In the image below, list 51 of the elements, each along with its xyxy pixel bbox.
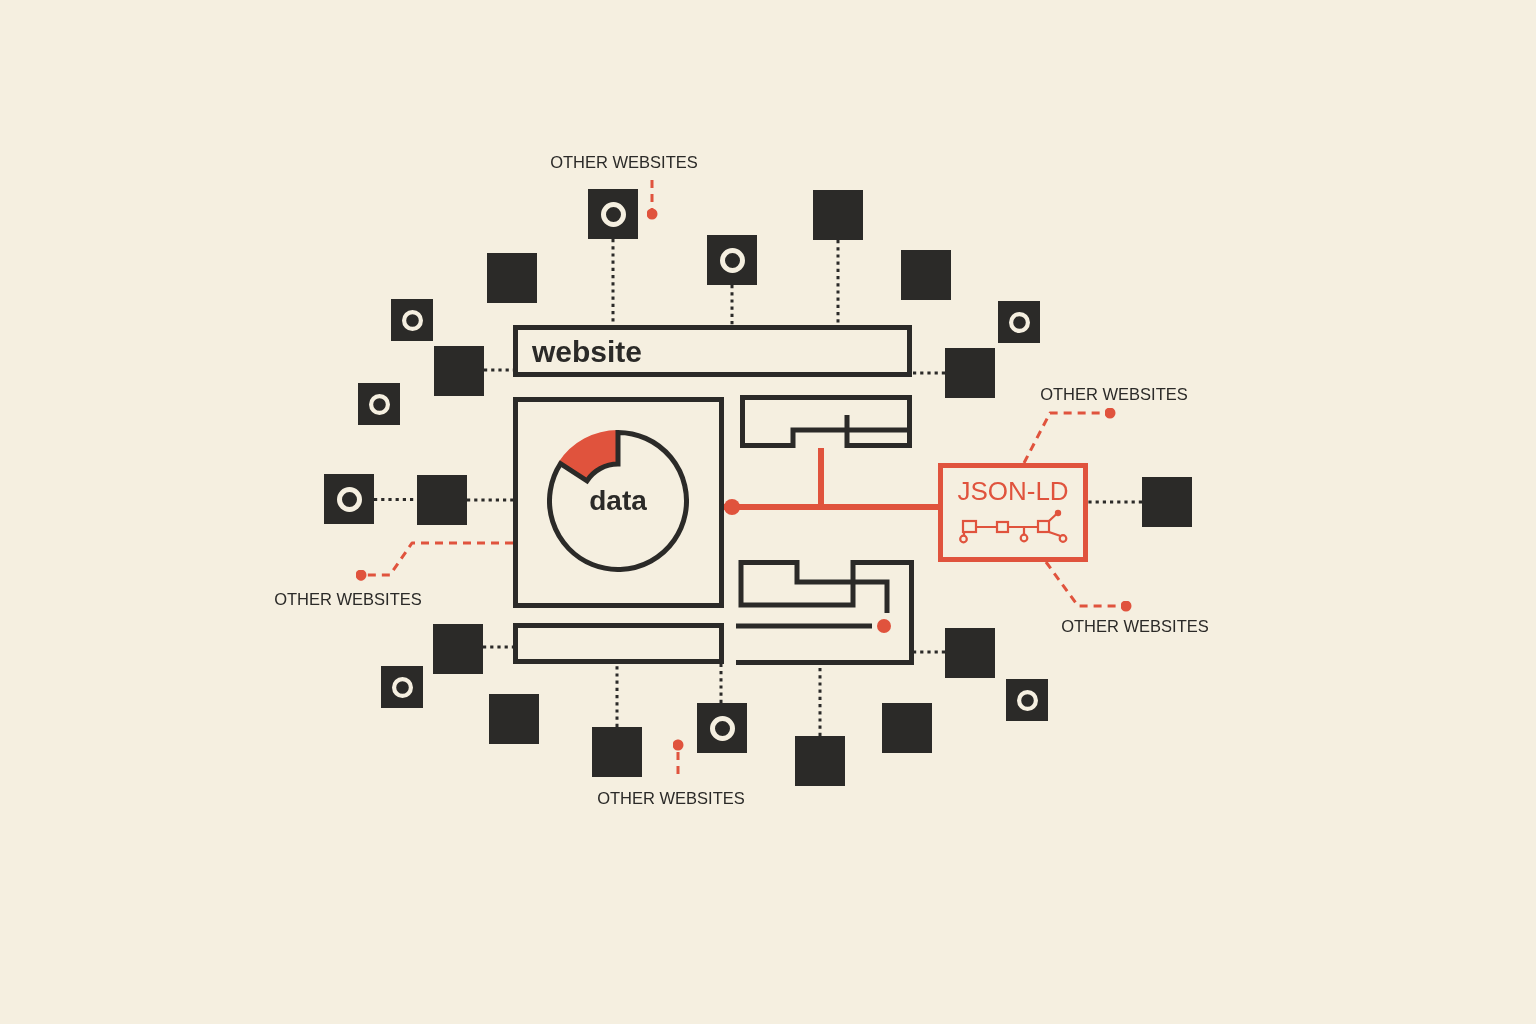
- dotted-connector: [483, 645, 513, 649]
- dotted-connector: [615, 664, 619, 727]
- filled-square: [697, 703, 747, 753]
- filled-square: [588, 189, 638, 239]
- callout-label: OTHER WEBSITES: [274, 589, 422, 609]
- filled-square: [489, 694, 539, 744]
- dotted-connector: [1088, 500, 1142, 504]
- dotted-connector: [912, 371, 945, 375]
- leader-line: [1022, 407, 1116, 464]
- filled-square: [882, 703, 932, 753]
- filled-square: [391, 299, 433, 341]
- dotted-connector: [818, 665, 822, 736]
- callout-label: OTHER WEBSITES: [597, 788, 745, 808]
- panel-frame: [513, 397, 724, 608]
- connector-line: [724, 499, 938, 515]
- filled-square: [434, 346, 484, 396]
- frame-title: JSON-LD: [957, 476, 1069, 506]
- leader-line: [355, 541, 513, 581]
- dotted-connector: [914, 650, 945, 654]
- filled-square: [901, 250, 951, 300]
- highlight-frame: [938, 463, 1088, 562]
- leader-line: [1044, 561, 1132, 612]
- connector-line: [818, 448, 824, 507]
- outlined-bar: [513, 623, 724, 664]
- filled-square: [945, 348, 995, 398]
- filled-square: [813, 190, 863, 240]
- filled-square: [592, 727, 642, 777]
- filled-square: [707, 235, 757, 285]
- dotted-connector: [836, 240, 840, 325]
- leader-line: [672, 739, 684, 774]
- dotted-connector: [467, 498, 513, 502]
- chart-label: data: [589, 485, 647, 517]
- filled-square: [998, 301, 1040, 343]
- dotted-connector: [730, 285, 734, 325]
- filled-square: [1142, 477, 1192, 527]
- leader-line: [646, 180, 658, 220]
- header-bar: [513, 325, 912, 377]
- filled-square: [417, 475, 467, 525]
- filled-square: [381, 666, 423, 708]
- header-title: website: [532, 334, 643, 368]
- filled-square: [358, 383, 400, 425]
- callout-label: OTHER WEBSITES: [550, 152, 698, 172]
- filled-square: [324, 474, 374, 524]
- filled-square: [433, 624, 483, 674]
- filled-square: [795, 736, 845, 786]
- filled-square: [487, 253, 537, 303]
- callout-label: OTHER WEBSITES: [1061, 616, 1209, 636]
- dotted-connector: [719, 664, 723, 703]
- callout-label: OTHER WEBSITES: [1040, 384, 1188, 404]
- filled-square: [1006, 679, 1048, 721]
- filled-square: [945, 628, 995, 678]
